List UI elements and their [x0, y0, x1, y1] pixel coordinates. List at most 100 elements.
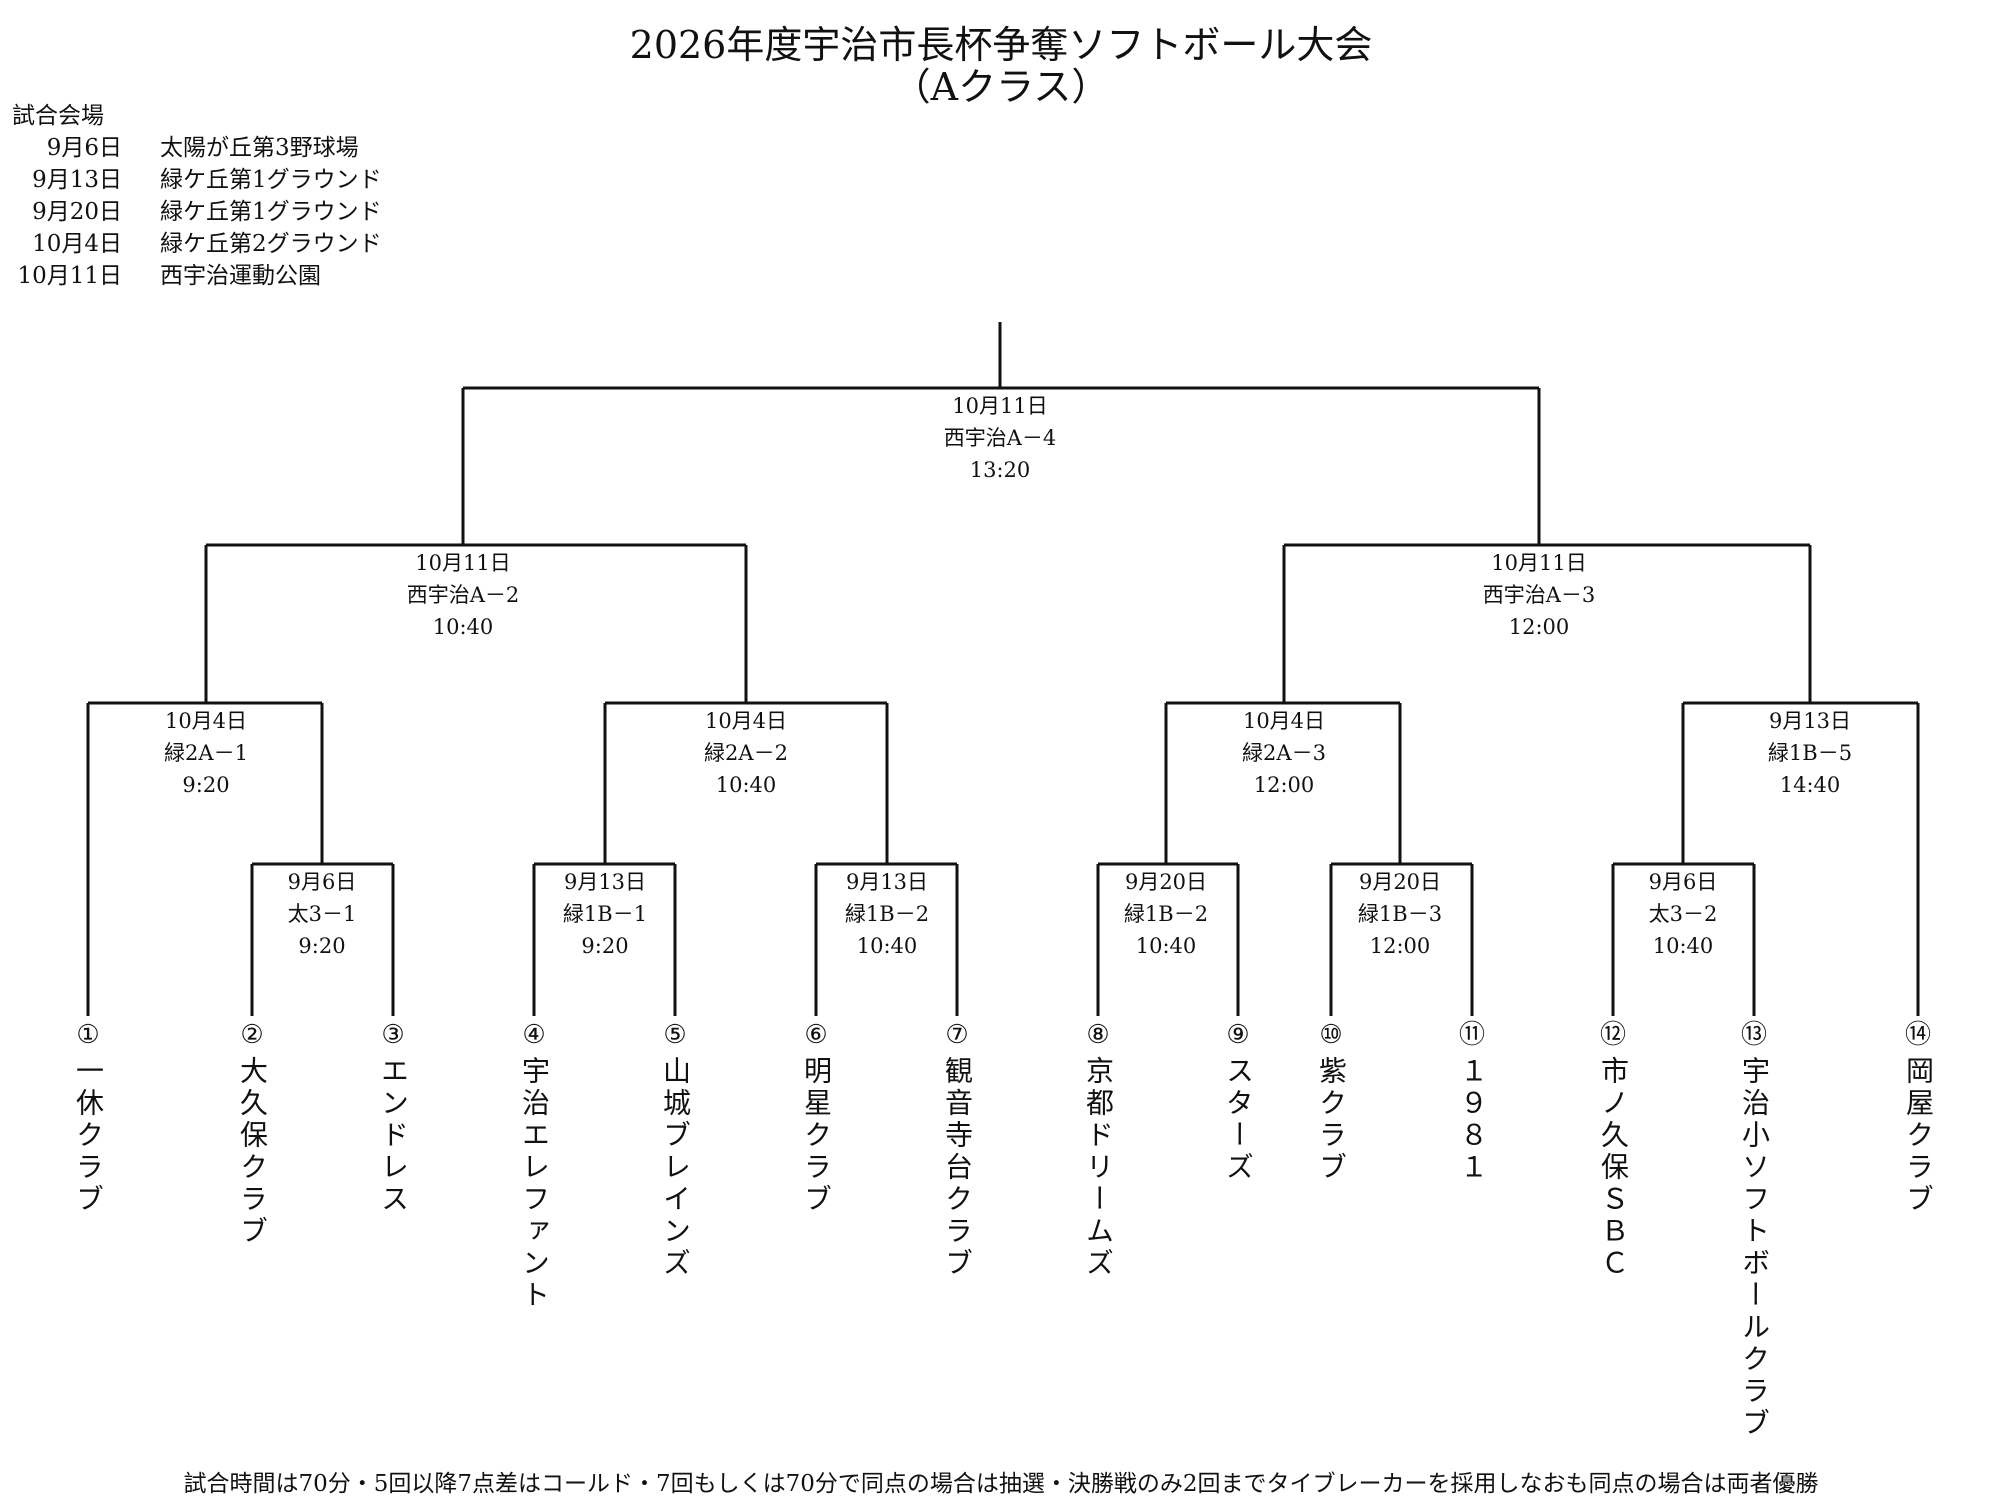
team-name: 宇治エレファント [518, 1056, 551, 1312]
match-time: 10:40 [1135, 934, 1197, 958]
match-time: 12:00 [1369, 934, 1431, 958]
team-entry: ④ 宇治エレファント [514, 1018, 554, 1312]
team-entry: ⑦ 観音寺台クラブ [937, 1018, 977, 1280]
match-round1-c: 9月13日 緑1B－2 10:40 [767, 866, 1007, 962]
match-round1-f: 9月6日 太3－2 10:40 [1563, 866, 1803, 962]
match-date: 9月13日 [845, 870, 929, 894]
venue-date: 10月11日 [17, 263, 122, 289]
match-code: 西宇治A－2 [406, 583, 520, 607]
venue-name: 太陽が丘第3野球場 [160, 135, 359, 161]
team-name: 宇治小ソフトボールクラブ [1738, 1056, 1771, 1440]
match-round1-a: 9月6日 太3－1 9:20 [202, 866, 442, 962]
rules-footer: 試合時間は70分・5回以降7点差はコールド・7回もしくは70分で同点の場合は抽選… [183, 1471, 1819, 1497]
match-code: 西宇治A－4 [943, 426, 1057, 450]
match-quarterfinal-1: 10月4日 緑2A－1 9:20 [86, 705, 326, 801]
team-number: ⑤ [663, 1020, 687, 1050]
team-number: ② [240, 1020, 264, 1050]
team-name: 岡屋クラブ [1902, 1056, 1935, 1216]
match-time: 9:20 [581, 934, 629, 958]
match-round1-e: 9月20日 緑1B－3 12:00 [1280, 866, 1520, 962]
bracket-line-qf4 [1681, 701, 1920, 1016]
match-date: 9月20日 [1358, 870, 1442, 894]
match-code: 緑1B－2 [1123, 902, 1209, 926]
bracket-line-r1d [1096, 862, 1240, 1016]
bracket-line-r1f [1611, 862, 1756, 1016]
team-number: ⑪ [1458, 1020, 1485, 1050]
team-entry: ① 一休クラブ [68, 1018, 108, 1216]
bracket-line-r1b [532, 862, 677, 1016]
bracket-line-qf3 [1164, 701, 1402, 864]
team-entry: ⑨ スターズ [1218, 1018, 1258, 1184]
team-name: 京都ドリームズ [1082, 1056, 1115, 1280]
venue-date: 9月13日 [32, 167, 122, 193]
team-number: ⑧ [1086, 1020, 1110, 1050]
page-subtitle: （Aクラス） [892, 65, 1110, 109]
team-entry: ⑧ 京都ドリームズ [1078, 1018, 1118, 1280]
team-entry: ⑥ 明星クラブ [796, 1018, 836, 1216]
team-number: ③ [381, 1020, 405, 1050]
match-final: 10月11日 西宇治A－4 13:20 [880, 390, 1120, 486]
match-code: 緑2A－1 [164, 741, 248, 765]
match-code: 緑1B－1 [562, 902, 648, 926]
match-time: 13:20 [969, 458, 1031, 482]
match-time: 9:20 [298, 934, 346, 958]
team-entry: ⑫ 市ノ久保ＳＢＣ [1593, 1018, 1633, 1280]
match-time: 10:40 [1652, 934, 1714, 958]
match-round1-b: 9月13日 緑1B－1 9:20 [485, 866, 725, 962]
match-time: 10:40 [715, 773, 777, 797]
team-entry: ⑤ 山城ブレインズ [655, 1018, 695, 1280]
venue-name: 緑ケ丘第2グラウンド [160, 231, 382, 257]
match-round1-d: 9月20日 緑1B－2 10:40 [1046, 866, 1286, 962]
match-date: 10月11日 [952, 394, 1048, 418]
match-date: 9月13日 [563, 870, 647, 894]
venue-name: 西宇治運動公園 [160, 263, 321, 289]
bracket-line-r1c [814, 862, 959, 1016]
match-quarterfinal-4: 9月13日 緑1B－5 14:40 [1690, 705, 1930, 801]
match-date: 10月11日 [415, 551, 511, 575]
team-number: ⑥ [804, 1020, 828, 1050]
match-time: 14:40 [1779, 773, 1841, 797]
team-number: ⑨ [1226, 1020, 1250, 1050]
bracket-line-semi2 [1282, 543, 1812, 703]
page-title: 2026年度宇治市長杯争奪ソフトボール大会 [629, 23, 1373, 67]
venue-heading: 試合会場 [12, 103, 104, 129]
match-date: 10月4日 [1242, 709, 1326, 733]
match-date: 9月13日 [1768, 709, 1852, 733]
venue-list: 試合会場 9月6日 太陽が丘第3野球場 9月13日 緑ケ丘第1グラウンド 9月2… [12, 100, 382, 292]
bracket-line-r1a [250, 862, 395, 1016]
team-number: ⑫ [1599, 1020, 1626, 1050]
team-name: 一休クラブ [72, 1056, 105, 1216]
match-time: 9:20 [182, 773, 230, 797]
venue-date: 9月20日 [32, 199, 122, 225]
match-date: 10月4日 [704, 709, 788, 733]
match-date: 10月4日 [164, 709, 248, 733]
venue-row: 10月11日 西宇治運動公園 [12, 260, 382, 292]
team-name: 市ノ久保ＳＢＣ [1597, 1056, 1630, 1280]
match-code: 太3－1 [287, 902, 357, 926]
team-entry: ⑩ 紫クラブ [1311, 1018, 1351, 1184]
match-date: 9月6日 [1648, 870, 1718, 894]
match-time: 12:00 [1253, 773, 1315, 797]
match-semifinal-1: 10月11日 西宇治A－2 10:40 [343, 547, 583, 643]
team-number: ⑦ [945, 1020, 969, 1050]
match-quarterfinal-3: 10月4日 緑2A－3 12:00 [1164, 705, 1404, 801]
venue-row: 10月4日 緑ケ丘第2グラウンド [12, 228, 382, 260]
match-date: 9月6日 [287, 870, 357, 894]
team-entry: ② 大久保クラブ [232, 1018, 272, 1248]
team-entry: ⑭ 岡屋クラブ [1898, 1018, 1938, 1216]
venue-date: 10月4日 [32, 231, 122, 257]
match-code: 緑2A－3 [1242, 741, 1326, 765]
venue-row: 9月20日 緑ケ丘第1グラウンド [12, 196, 382, 228]
match-date: 9月20日 [1124, 870, 1208, 894]
team-name: スターズ [1222, 1056, 1255, 1184]
match-quarterfinal-2: 10月4日 緑2A－2 10:40 [626, 705, 866, 801]
team-number: ⑬ [1740, 1020, 1767, 1050]
team-number: ① [76, 1020, 100, 1050]
venue-row: 9月13日 緑ケ丘第1グラウンド [12, 164, 382, 196]
team-name: 明星クラブ [800, 1056, 833, 1216]
team-name: 山城ブレインズ [659, 1056, 692, 1280]
match-time: 12:00 [1508, 615, 1570, 639]
venue-row: 9月6日 太陽が丘第3野球場 [12, 132, 382, 164]
team-entry: ⑬ 宇治小ソフトボールクラブ [1734, 1018, 1774, 1440]
